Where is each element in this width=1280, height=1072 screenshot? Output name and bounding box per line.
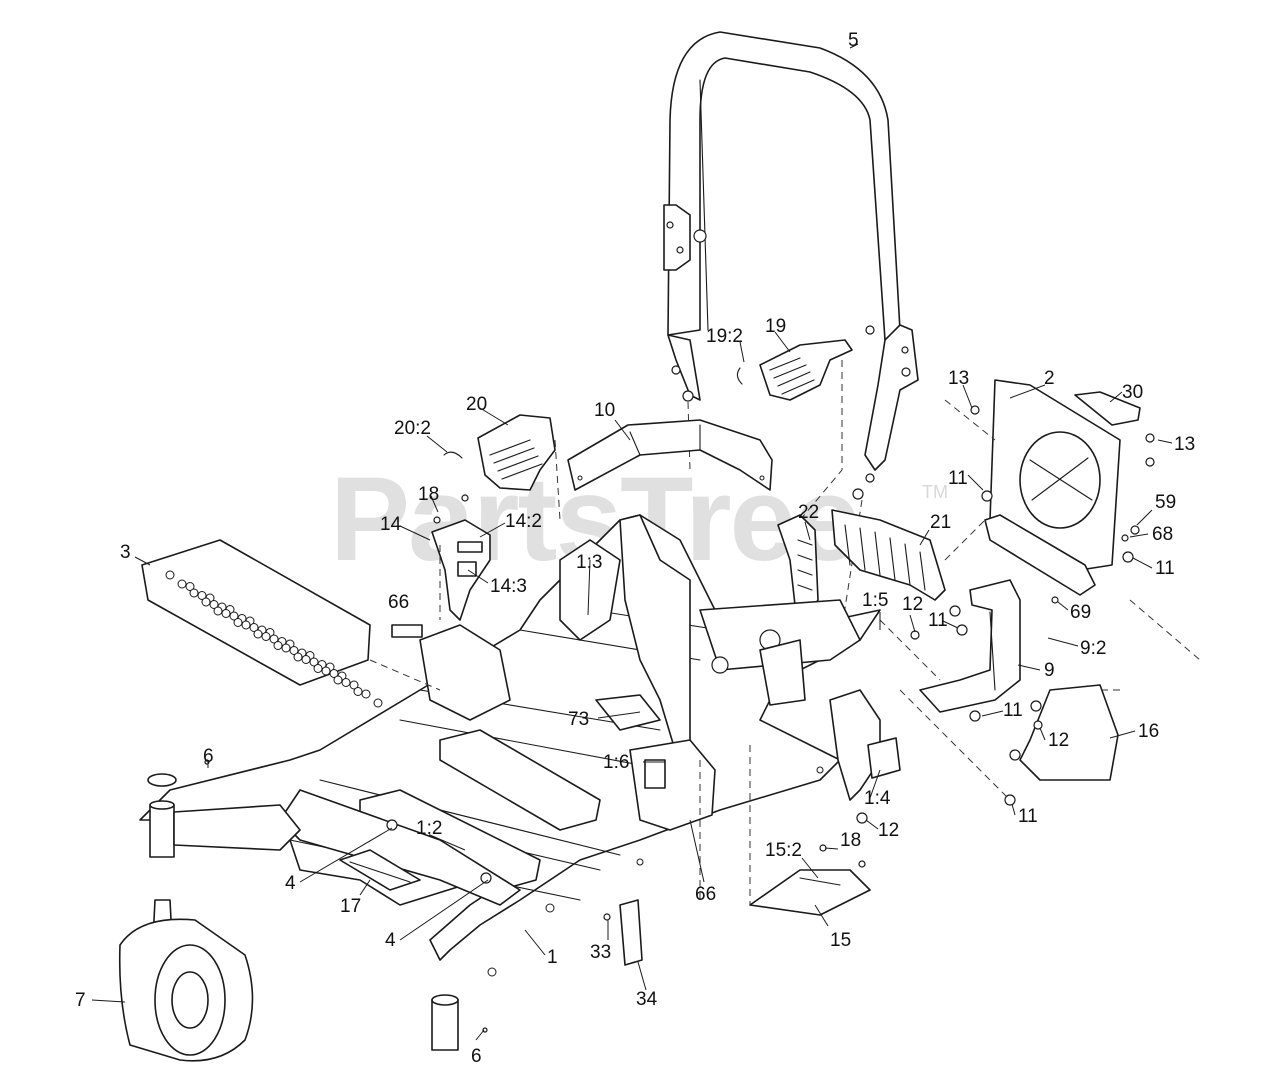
foot-plate-hole	[185, 582, 195, 591]
callout-labels: 5 19:2 19 13 2 30 13 20 10 20:2 11 59 18…	[75, 30, 1195, 1067]
callout-14-2: 14:2	[505, 511, 542, 532]
foot-plate-hole	[241, 620, 251, 630]
right-control-bracket-part	[736, 339, 853, 521]
caster-wheel-part	[118, 773, 459, 1062]
callout-19-2: 19:2	[706, 326, 743, 347]
callout-1-5: 1:5	[862, 590, 888, 611]
callout-5: 5	[848, 30, 859, 51]
roll-bar-part	[663, 31, 919, 641]
foot-plate-hole	[313, 664, 323, 673]
callout-11-a: 11	[948, 468, 968, 489]
callout-73: 73	[568, 709, 589, 730]
callout-20-2: 20:2	[394, 418, 431, 439]
callout-1-4: 1:4	[864, 788, 891, 809]
callout-14-3: 14:3	[490, 576, 527, 597]
foot-plate-hole	[209, 600, 219, 609]
callout-9: 9	[1044, 660, 1055, 681]
rear-bumper-part	[919, 579, 1021, 713]
foot-plate-hole	[249, 623, 259, 632]
main-frame-part	[139, 399, 1201, 977]
callout-4-a: 4	[285, 873, 296, 894]
foot-plate-hole	[289, 646, 299, 655]
foot-plate-hole	[233, 618, 243, 627]
callout-30: 30	[1122, 382, 1143, 403]
callout-11-e: 11	[1018, 806, 1038, 827]
callout-6-b: 6	[471, 1046, 482, 1067]
rear-guard-part	[777, 509, 946, 616]
callout-68: 68	[1152, 524, 1173, 545]
foot-plate-hole	[353, 687, 363, 696]
watermark-trademark: TM	[922, 482, 948, 502]
callout-12-c: 12	[878, 820, 899, 841]
foot-plate-hole	[349, 680, 359, 690]
callout-9-2: 9:2	[1080, 638, 1106, 659]
rear-cross-bracket-part	[567, 419, 773, 491]
foot-plate-hole	[201, 597, 211, 607]
side-cover-part	[1019, 684, 1119, 781]
foot-plate-hole	[361, 689, 371, 699]
callout-1-3: 1:3	[576, 552, 602, 573]
callout-16: 16	[1138, 721, 1159, 742]
callout-12-a: 12	[902, 594, 923, 615]
foot-plate-hole	[273, 641, 283, 650]
callout-66-a: 66	[388, 592, 409, 613]
foot-plate-hole	[229, 611, 239, 621]
foot-plate-hole	[293, 652, 303, 662]
foot-plate-hole	[341, 678, 351, 687]
callout-33: 33	[590, 942, 611, 963]
foot-plate-part	[141, 539, 383, 708]
callout-11-b: 11	[1155, 558, 1175, 579]
callout-18-a: 18	[418, 484, 439, 505]
foot-plate-hole	[253, 629, 263, 639]
foot-plate-hole	[261, 632, 271, 641]
callout-1-2: 1:2	[416, 818, 442, 839]
leader-lines	[91, 43, 1173, 1041]
callout-14: 14	[380, 514, 402, 535]
foot-plate-hole	[189, 588, 199, 598]
foot-plate-hole	[269, 634, 279, 644]
callout-6-a: 6	[203, 746, 214, 767]
callout-1-6: 1:6	[603, 752, 629, 773]
foot-plate-hole	[333, 675, 343, 685]
callout-21: 21	[930, 512, 951, 533]
callout-19: 19	[765, 316, 786, 337]
foot-plate-hole	[321, 666, 331, 676]
callout-4-b: 4	[385, 930, 396, 951]
foot-plate-hole	[329, 669, 339, 678]
foot-plate-hole	[309, 657, 319, 667]
callout-11-d: 11	[1003, 700, 1023, 721]
callout-13-a: 13	[948, 368, 969, 389]
callout-69: 69	[1070, 602, 1091, 623]
foot-plate-hole	[281, 643, 291, 653]
foot-plate-hole	[213, 606, 223, 616]
callout-3: 3	[120, 542, 131, 563]
small-parts	[204, 405, 1155, 1033]
foot-plate-hole	[301, 655, 311, 664]
foot-plate-hole	[197, 591, 207, 600]
callout-15-2: 15:2	[765, 840, 802, 861]
callout-13-b: 13	[1174, 434, 1195, 455]
foot-plate-hole	[373, 698, 383, 708]
callout-17: 17	[340, 896, 361, 917]
left-control-bracket-part	[443, 414, 561, 521]
callout-20: 20	[466, 394, 487, 415]
callout-59: 59	[1155, 492, 1176, 513]
callout-22: 22	[798, 502, 819, 523]
callout-1: 1	[547, 947, 558, 968]
callout-18-b: 18	[840, 830, 861, 851]
foot-plate-hole	[177, 579, 187, 589]
callout-66-b: 66	[695, 884, 716, 905]
foot-plate-hole	[165, 570, 175, 580]
callout-2: 2	[1044, 368, 1055, 389]
callout-15: 15	[830, 930, 851, 951]
callout-7: 7	[75, 990, 86, 1011]
left-panel-part	[431, 519, 491, 621]
callout-10: 10	[594, 400, 615, 421]
callout-12-b: 12	[1048, 730, 1069, 751]
rear-plate-part	[984, 379, 1141, 596]
foot-plate-hole	[221, 609, 231, 618]
callout-34: 34	[636, 989, 658, 1010]
callout-11-c: 11	[928, 610, 948, 631]
